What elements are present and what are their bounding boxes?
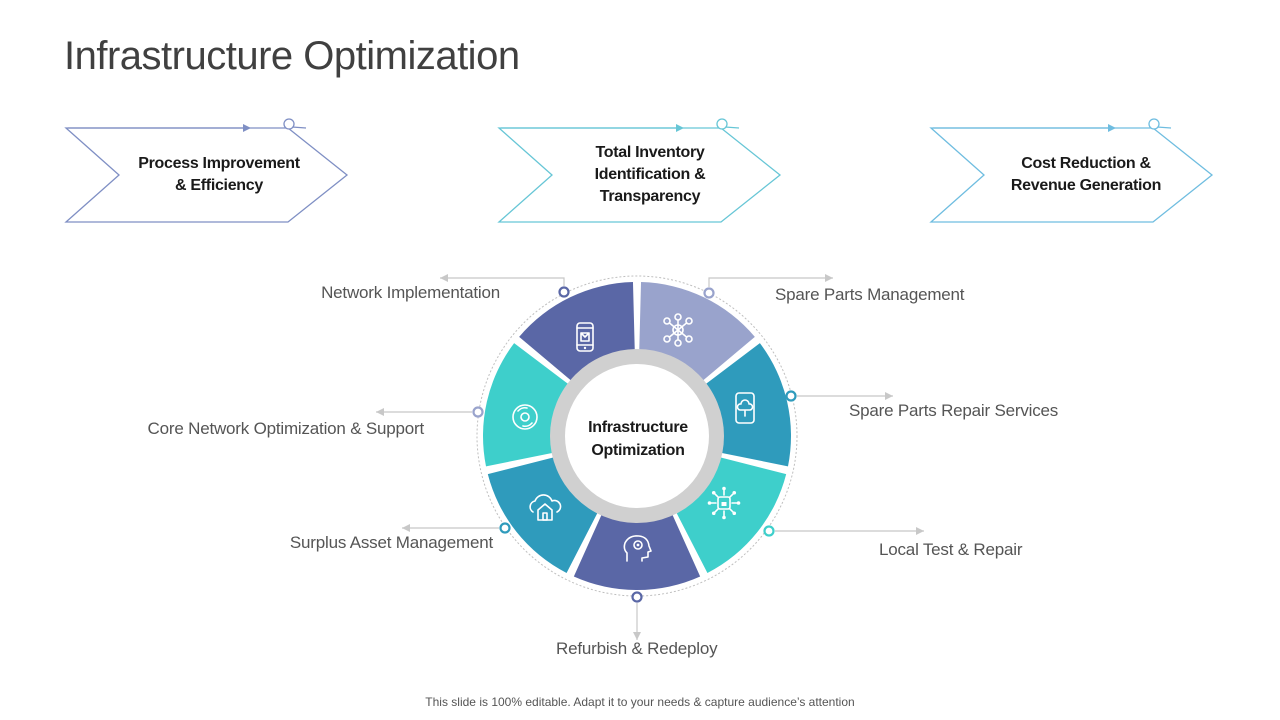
stage-1-line-2: Transparency (599, 188, 701, 205)
segment-label-2: Spare Parts Repair Services (849, 401, 1059, 420)
leader-dot-4 (631, 591, 643, 603)
stage-2-line-1: Revenue Generation (1010, 177, 1162, 194)
leader-line-0 (440, 277, 565, 286)
segment-label-4: Refurbish & Redeploy (556, 639, 718, 658)
stage-label-0: Process Improvement & Efficiency (119, 128, 319, 222)
footer-note: This slide is 100% editable. Adapt it to… (425, 695, 855, 709)
leader-arrowhead-3 (916, 527, 924, 535)
leader-dot-6 (472, 406, 484, 418)
stage-dot-0 (283, 118, 295, 130)
leader-arrowhead-6 (376, 408, 384, 416)
leader-arrowhead-0 (440, 274, 448, 282)
leader-lines (376, 274, 924, 640)
head-gear-icon (623, 535, 652, 562)
segment-1 (639, 282, 755, 381)
leader-line-1 (708, 277, 833, 287)
segment-label-3: Local Test & Repair (879, 540, 1023, 559)
leader-dot-2 (785, 390, 797, 402)
segment-4 (573, 514, 701, 590)
leader-arrowhead-5 (402, 524, 410, 532)
leader-dot-0 (558, 286, 570, 298)
disc-icon (512, 404, 538, 430)
page-title: Infrastructure Optimization (64, 34, 520, 78)
stage-1-line-1: Identification & (594, 166, 706, 183)
leader-arrowhead-1 (825, 274, 833, 282)
leader-dot-3 (763, 525, 775, 537)
segment-2 (705, 343, 792, 467)
stage-arrowhead-0 (243, 124, 251, 132)
segment-label-1: Spare Parts Management (775, 285, 965, 304)
stage-connector-2 (1156, 126, 1172, 129)
leader-dot-1 (703, 287, 715, 299)
center-line-1: Optimization (591, 442, 685, 459)
center-disc (565, 364, 709, 508)
segment-3 (676, 457, 787, 573)
center-line-0: Infrastructure (588, 419, 688, 436)
segment-icons (512, 313, 755, 562)
stage-1-line-0: Total Inventory (595, 144, 705, 161)
stage-shapes (64, 118, 1214, 223)
stage-label-1: Total Inventory Identification & Transpa… (550, 128, 750, 222)
stage-arrowhead-2 (1108, 124, 1116, 132)
stage-label-2: Cost Reduction & Revenue Generation (986, 128, 1186, 222)
stage-2-line-0: Cost Reduction & (1021, 155, 1151, 172)
circuit-lock-icon (707, 486, 741, 520)
outer-dashed-ring (476, 275, 798, 597)
leader-dot-5 (499, 522, 511, 534)
stage-0-line-0: Process Improvement (138, 155, 300, 172)
cycle-wheel (476, 275, 798, 597)
cycle-center-label: Infrastructure Optimization (578, 416, 698, 462)
segment-label-6: Core Network Optimization & Support (147, 419, 425, 438)
stage-arrowhead-1 (676, 124, 684, 132)
stage-connector-0 (291, 126, 307, 129)
network-nodes-icon (663, 313, 693, 347)
stage-connector-1 (724, 126, 740, 129)
tablet-cloud-icon (735, 392, 755, 424)
stage-dot-1 (716, 118, 728, 130)
stage-0-line-1: & Efficiency (174, 177, 263, 194)
smartphone-icon (576, 322, 594, 352)
stage-dot-2 (1148, 118, 1160, 130)
segment-label-0: Network Implementation (321, 283, 500, 302)
segment-label-5: Surplus Asset Management (289, 533, 493, 552)
leader-arrowhead-4 (633, 632, 641, 640)
cloud-home-icon (529, 494, 562, 521)
leader-arrowhead-2 (885, 392, 893, 400)
